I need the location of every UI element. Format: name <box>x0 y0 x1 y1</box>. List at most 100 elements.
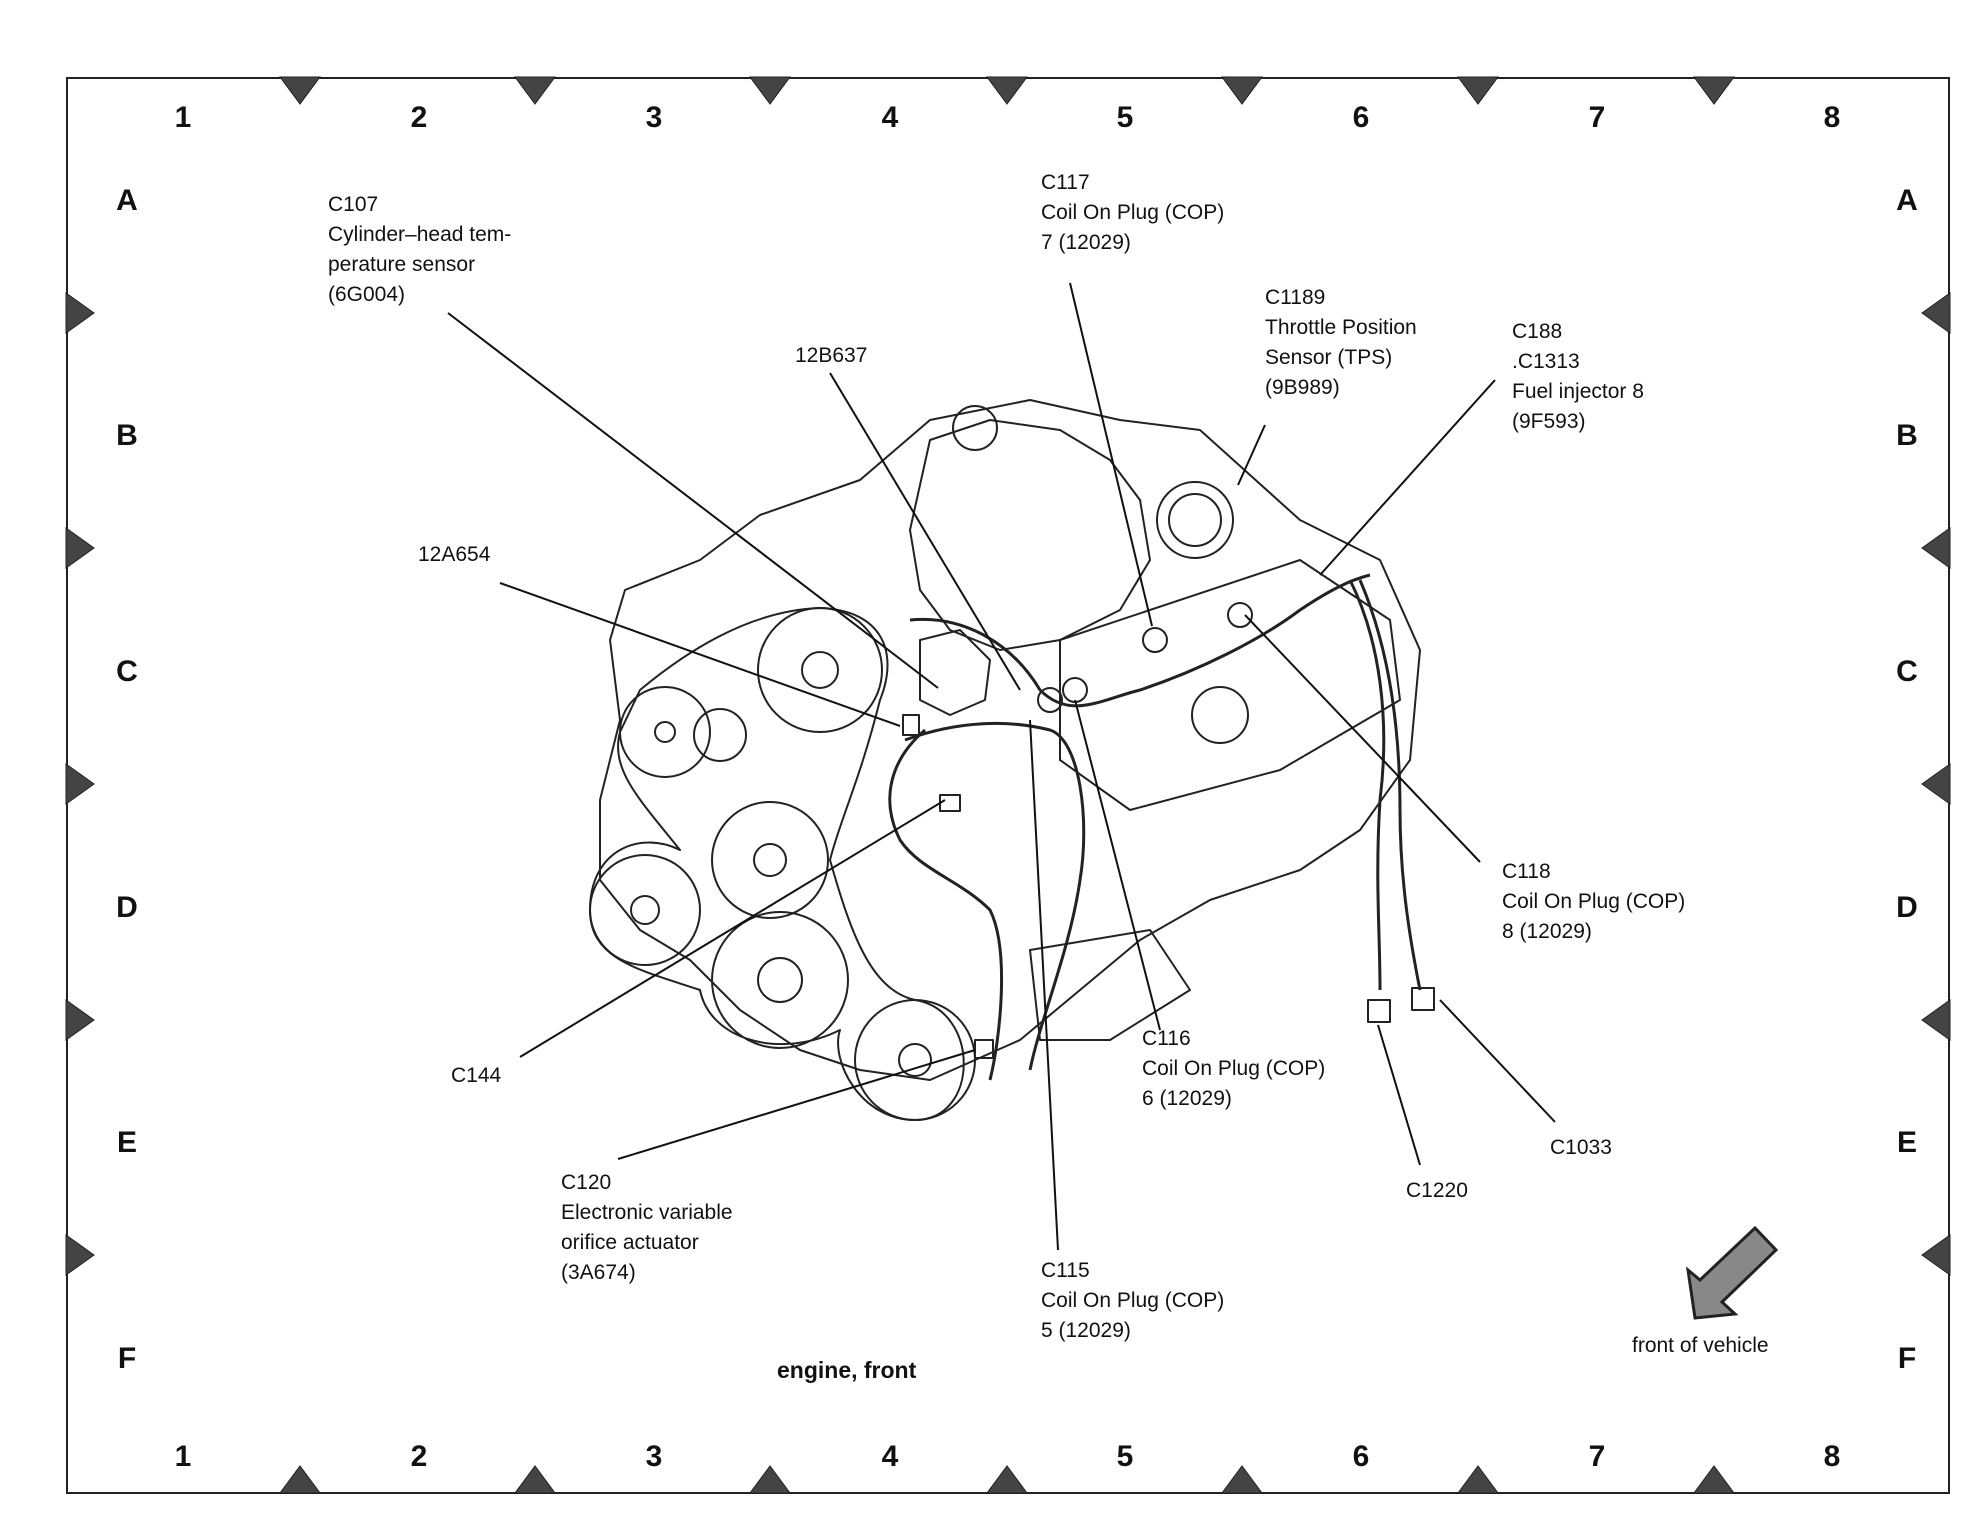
column-label-top: 6 <box>1352 101 1370 134</box>
grid-tick-left-5 <box>65 1234 95 1276</box>
row-label-right: C <box>1896 655 1918 688</box>
callout-c144: C144 <box>451 1064 502 1087</box>
leader-c1220 <box>1377 1024 1421 1166</box>
wiring-harness <box>909 573 1371 708</box>
grid-tick-top-6 <box>1457 76 1499 105</box>
pulley-damper <box>854 999 976 1121</box>
connector-12a654 <box>902 714 920 736</box>
grid-tick-top-7 <box>1693 76 1735 105</box>
wiring-harness-left <box>888 728 1004 1081</box>
engine-block-outline <box>599 399 1421 1081</box>
grid-tick-top-1 <box>279 76 321 105</box>
callout-c118: C118 Coil On Plug (COP) 8 (12029) <box>1502 860 1686 943</box>
grid-tick-bottom-7 <box>1693 1465 1735 1494</box>
coil-on-plug-5 <box>1037 687 1063 713</box>
pulley-alternator-hub <box>654 721 676 743</box>
column-label-top: 3 <box>645 101 663 134</box>
grid-tick-left-3 <box>65 763 95 805</box>
leader-c1033 <box>1439 999 1556 1123</box>
serpentine-belt <box>589 607 965 1121</box>
leader-c115 <box>1029 719 1059 1251</box>
row-label-right: E <box>1896 1126 1917 1159</box>
grid-tick-right-3 <box>1921 763 1951 805</box>
connector-c144 <box>939 794 961 812</box>
column-label-bottom: 7 <box>1588 1440 1606 1473</box>
connector-c120 <box>974 1039 994 1059</box>
row-label-left: A <box>116 184 138 217</box>
leader-c107 <box>447 312 939 689</box>
row-label-left: C <box>116 655 138 688</box>
column-label-top: 7 <box>1588 101 1606 134</box>
connector-c1033 <box>1411 987 1435 1011</box>
pulley-middle-hub <box>753 843 787 877</box>
column-label-bottom: 3 <box>645 1440 663 1473</box>
row-label-left: E <box>116 1126 137 1159</box>
coil-on-plug-6 <box>1062 677 1088 703</box>
column-label-bottom: 4 <box>881 1440 899 1473</box>
pulley-idler <box>693 708 747 762</box>
column-label-bottom: 1 <box>174 1440 192 1473</box>
pulley-upper-hub <box>801 651 839 689</box>
throttle-body-bore <box>1168 493 1222 547</box>
leader-c117 <box>1069 282 1153 627</box>
grid-tick-right-5 <box>1921 1234 1951 1276</box>
oil-pan <box>1029 929 1191 1041</box>
grid-tick-top-5 <box>1221 76 1263 105</box>
valve-cover <box>1059 559 1401 811</box>
throttle-body <box>1156 481 1234 559</box>
callout-c116: C116 Coil On Plug (COP) 6 (12029) <box>1142 1027 1326 1110</box>
pulley-crankshaft-hub <box>757 957 803 1003</box>
oil-filler-cap <box>952 405 998 451</box>
callout-c115: C115 Coil On Plug (COP) 5 (12029) <box>1041 1259 1225 1342</box>
pulley-crankshaft <box>711 911 849 1049</box>
column-label-top: 5 <box>1116 101 1134 134</box>
grid-tick-right-2 <box>1921 527 1951 569</box>
pulley-damper-hub <box>898 1043 932 1077</box>
wiring-harness-right-2 <box>1358 579 1422 991</box>
grid-tick-left-2 <box>65 527 95 569</box>
callout-c188: C188 .C1313 Fuel injector 8 (9F593) <box>1512 320 1644 433</box>
arrow-shape <box>1685 1225 1779 1320</box>
grid-tick-bottom-4 <box>986 1465 1028 1494</box>
column-label-bottom: 6 <box>1352 1440 1370 1473</box>
pulley-alternator <box>619 686 711 778</box>
leader-12a654 <box>499 582 901 727</box>
row-label-right: A <box>1896 184 1918 217</box>
callout-c1033: C1033 <box>1550 1136 1612 1159</box>
grid-tick-right-1 <box>1921 292 1951 334</box>
column-label-top: 2 <box>410 101 428 134</box>
grid-tick-top-3 <box>749 76 791 105</box>
callout-c1189: C1189 Throttle Position Sensor (TPS) (9B… <box>1265 286 1417 399</box>
column-label-bottom: 8 <box>1823 1440 1841 1473</box>
grid-tick-top-2 <box>514 76 556 105</box>
grid-tick-bottom-2 <box>514 1465 556 1494</box>
grid-tick-right-4 <box>1921 999 1951 1041</box>
valve-cover-cap <box>1191 686 1249 744</box>
callout-c1220: C1220 <box>1406 1179 1468 1202</box>
coil-on-plug-7 <box>1142 627 1168 653</box>
callout-c117: C117 Coil On Plug (COP) 7 (12029) <box>1041 171 1225 254</box>
callout-c120: C120 Electronic variable orifice actuato… <box>561 1171 733 1284</box>
grid-tick-bottom-5 <box>1221 1465 1263 1494</box>
pulley-left-hub <box>630 895 660 925</box>
grid-tick-bottom-1 <box>279 1465 321 1494</box>
front-of-vehicle-label: front of vehicle <box>1632 1334 1769 1357</box>
intake-manifold <box>909 419 1151 651</box>
leader-c144 <box>519 799 946 1058</box>
diagram-caption: engine, front <box>777 1357 917 1383</box>
grid-tick-left-4 <box>65 999 95 1041</box>
grid-tick-left-1 <box>65 292 95 334</box>
grid-tick-top-4 <box>986 76 1028 105</box>
column-label-top: 8 <box>1823 101 1841 134</box>
callout-12a654: 12A654 <box>418 543 491 566</box>
leader-c116 <box>1074 699 1161 1031</box>
front-of-vehicle-arrow <box>1685 1225 1779 1320</box>
row-label-left: D <box>116 891 138 924</box>
row-label-right: F <box>1897 1342 1917 1375</box>
row-label-right: B <box>1896 419 1918 452</box>
grid-tick-bottom-3 <box>749 1465 791 1494</box>
pulley-middle <box>711 801 829 919</box>
